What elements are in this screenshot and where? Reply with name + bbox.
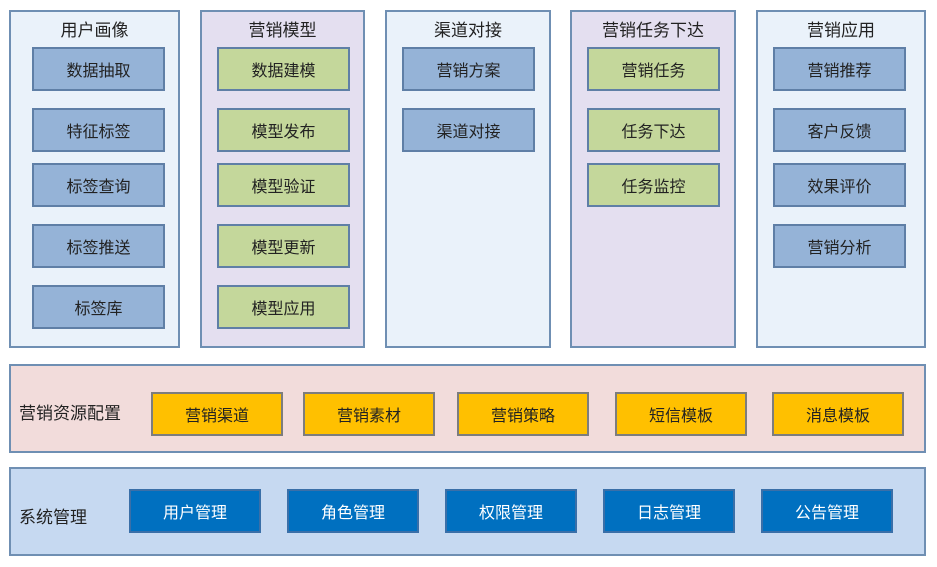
column-channel-integration: 渠道对接 营销方案 渠道对接	[385, 10, 551, 348]
node-channel-integration: 渠道对接	[402, 108, 535, 152]
node-model-apply: 模型应用	[217, 285, 350, 329]
node-log-management: 日志管理	[603, 489, 735, 533]
node-sms-template: 短信模板	[615, 392, 747, 436]
node-model-verify: 模型验证	[217, 163, 350, 207]
node-data-modeling: 数据建模	[217, 47, 350, 91]
node-marketing-strategy: 营销策略	[457, 392, 589, 436]
node-task-monitor: 任务监控	[587, 163, 720, 207]
node-model-update: 模型更新	[217, 224, 350, 268]
node-marketing-analysis: 营销分析	[773, 224, 906, 268]
node-marketing-plan: 营销方案	[402, 47, 535, 91]
node-model-publish: 模型发布	[217, 108, 350, 152]
node-announcement-management: 公告管理	[761, 489, 893, 533]
column-title: 营销模型	[248, 21, 317, 41]
node-tag-push: 标签推送	[32, 224, 165, 268]
node-marketing-task: 营销任务	[587, 47, 720, 91]
band-label: 系统管理	[19, 508, 87, 528]
node-task-dispatch: 任务下达	[587, 108, 720, 152]
node-role-management: 角色管理	[287, 489, 419, 533]
node-message-template: 消息模板	[772, 392, 904, 436]
node-user-management: 用户管理	[129, 489, 261, 533]
band-label: 营销资源配置	[19, 404, 121, 424]
node-data-extraction: 数据抽取	[32, 47, 165, 91]
column-title: 渠道对接	[434, 21, 502, 41]
node-marketing-recommend: 营销推荐	[773, 47, 906, 91]
column-title: 用户画像	[60, 21, 129, 41]
node-marketing-material: 营销素材	[303, 392, 435, 436]
node-tag-query: 标签查询	[32, 163, 165, 207]
node-feature-tags: 特征标签	[32, 108, 165, 152]
column-title: 营销任务下达	[602, 21, 704, 41]
node-permission-management: 权限管理	[445, 489, 577, 533]
column-task-dispatch: 营销任务下达 营销任务 任务下达 任务监控	[570, 10, 736, 348]
node-customer-feedback: 客户反馈	[773, 108, 906, 152]
column-title: 营销应用	[807, 21, 875, 41]
node-tag-library: 标签库	[32, 285, 165, 329]
column-user-profile: 用户画像 数据抽取 特征标签 标签查询 标签推送 标签库	[9, 10, 180, 348]
column-marketing-application: 营销应用 营销推荐 客户反馈 效果评价 营销分析	[756, 10, 926, 348]
node-marketing-channel: 营销渠道	[151, 392, 283, 436]
column-marketing-model: 营销模型 数据建模 模型发布 模型验证 模型更新 模型应用	[200, 10, 365, 348]
node-effect-evaluation: 效果评价	[773, 163, 906, 207]
